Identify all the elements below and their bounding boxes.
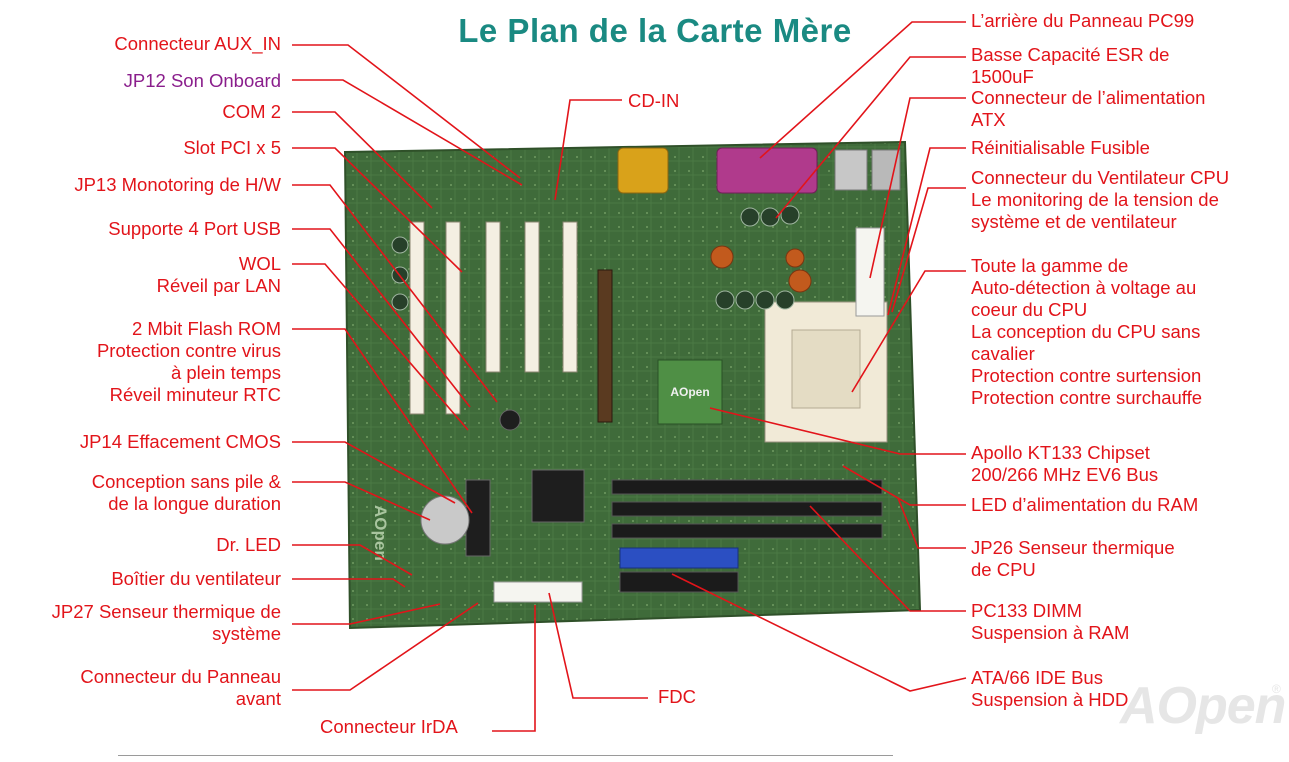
label-jp12: JP12 Son Onboard [123, 70, 281, 91]
flash-rom-chip [465, 479, 491, 557]
cmos-battery [420, 495, 470, 545]
aopen-watermark: AOpen [1120, 677, 1286, 735]
label-fuse: Réinitialisable Fusible [971, 137, 1150, 158]
label-aux-in: Connecteur AUX_IN [114, 33, 281, 54]
registered-mark-icon: ® [1272, 682, 1281, 696]
label-fan-box: Boîtier du ventilateur [111, 568, 281, 589]
label-battery: Conception sans pile &de la longue durat… [91, 471, 281, 514]
fdc-connector [493, 581, 583, 603]
agp-slot [597, 269, 613, 423]
label-fdc: FDC [658, 686, 697, 707]
label-pc99-panel: L’arrière du Panneau PC99 [971, 10, 1195, 31]
label-com2: COM 2 [222, 101, 281, 122]
label-cd-in: CD-IN [628, 90, 680, 111]
southbridge-chip [531, 469, 585, 523]
label-jp14: JP14 Effacement CMOS [79, 431, 281, 452]
label-dr-led: Dr. LED [216, 534, 281, 555]
parallel-port-connector [716, 147, 818, 194]
usb-port-connector [834, 149, 868, 191]
dimm-slots [611, 479, 883, 539]
bottom-divider [118, 755, 893, 756]
buzzer [499, 409, 521, 431]
audio-jack-connector [871, 149, 901, 191]
atx-power-connector [855, 227, 885, 317]
page-title: Le Plan de la Carte Mère [458, 12, 852, 49]
label-ram-led: LED d’alimentation du RAM [971, 494, 1199, 515]
chipset-logo: AOpen [670, 385, 709, 399]
board-logo: AOpen [371, 505, 390, 561]
label-jp13: JP13 Monotoring de H/W [74, 174, 281, 195]
ide-connector-secondary [619, 571, 739, 593]
serial-port-connector [617, 147, 669, 194]
label-irda: Connecteur IrDA [320, 716, 458, 737]
label-usb: Supporte 4 Port USB [108, 218, 281, 239]
label-pci: Slot PCI x 5 [183, 137, 281, 158]
ide-connector-primary [619, 547, 739, 569]
inductors [710, 245, 812, 293]
